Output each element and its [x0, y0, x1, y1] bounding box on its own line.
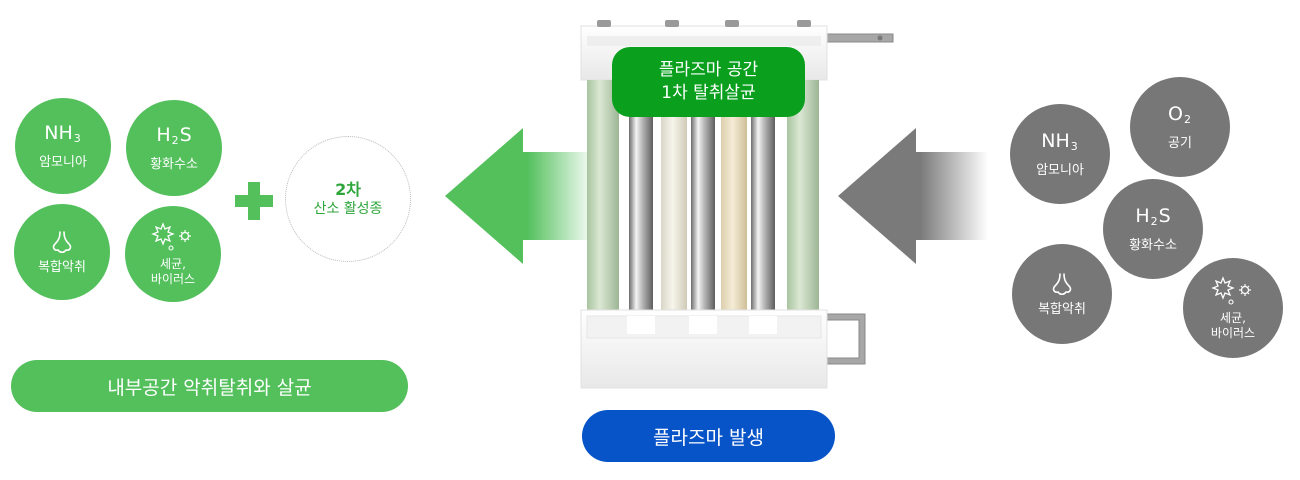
- plasma-space-line2: 1차 탈취살균: [661, 83, 756, 103]
- left-result-banner: 내부공간 악취탈취와 살균: [11, 360, 408, 412]
- plus-sign-vertical: [248, 182, 260, 220]
- circle-odor-left: 복합악취: [14, 204, 110, 300]
- circle-germs-right: 세균, 바이러스: [1183, 258, 1283, 358]
- circle-germs-left: 세균, 바이러스: [125, 206, 221, 302]
- plasma-space-line1: 플라즈마 공간: [658, 60, 759, 80]
- left-banner-text: 내부공간 악취탈취와 살균: [107, 376, 312, 399]
- circle-odor-right: 복합악취: [1012, 244, 1112, 344]
- circle-hydrogen-sulfide-right: H2S 황화수소: [1103, 179, 1203, 279]
- circle-ammonia-left: NH3 암모니아: [15, 98, 111, 194]
- nose-icon: [52, 230, 72, 253]
- formula-oxygen: O2: [1168, 102, 1191, 126]
- label-hydrogen-sulfide-right: 황화수소: [1129, 237, 1177, 253]
- label-odor: 복합악취: [38, 259, 86, 275]
- label-hydrogen-sulfide: 황화수소: [150, 156, 198, 172]
- label-germs: 세균, 바이러스: [150, 256, 196, 286]
- plasma-generation-banner: 플라즈마 발생: [582, 410, 835, 462]
- gray-arrow-left: [838, 128, 988, 264]
- germ-icon: [1211, 275, 1251, 305]
- label-germs-right: 세균, 바이러스: [1210, 310, 1256, 340]
- formula-ammonia: NH3: [44, 121, 81, 145]
- label-oxygen: 공기: [1168, 135, 1192, 151]
- oxygen-active-species-circle: 2차 산소 활성종: [285, 136, 411, 262]
- label-ammonia: 암모니아: [39, 154, 87, 170]
- oxygen-subtitle: 산소 활성종: [313, 201, 383, 217]
- circle-oxygen-right: O2 공기: [1130, 77, 1230, 177]
- plasma-space-label: 플라즈마 공간 1차 탈취살균: [612, 47, 805, 117]
- circle-hydrogen-sulfide-left: H2S 황화수소: [126, 100, 222, 196]
- nose-icon: [1052, 272, 1072, 295]
- plasma-generation-text: 플라즈마 발생: [653, 426, 764, 449]
- circle-ammonia-right: NH3 암모니아: [1010, 104, 1110, 204]
- label-ammonia-right: 암모니아: [1036, 162, 1084, 178]
- oxygen-title: 2차: [335, 180, 361, 199]
- formula-ammonia-right: NH3: [1041, 129, 1078, 153]
- formula-hydrogen-sulfide: H2S: [156, 123, 192, 147]
- green-arrow-left: [445, 128, 595, 264]
- label-odor-right: 복합악취: [1038, 301, 1086, 317]
- formula-hydrogen-sulfide-right: H2S: [1135, 204, 1171, 228]
- germ-icon: [151, 221, 191, 251]
